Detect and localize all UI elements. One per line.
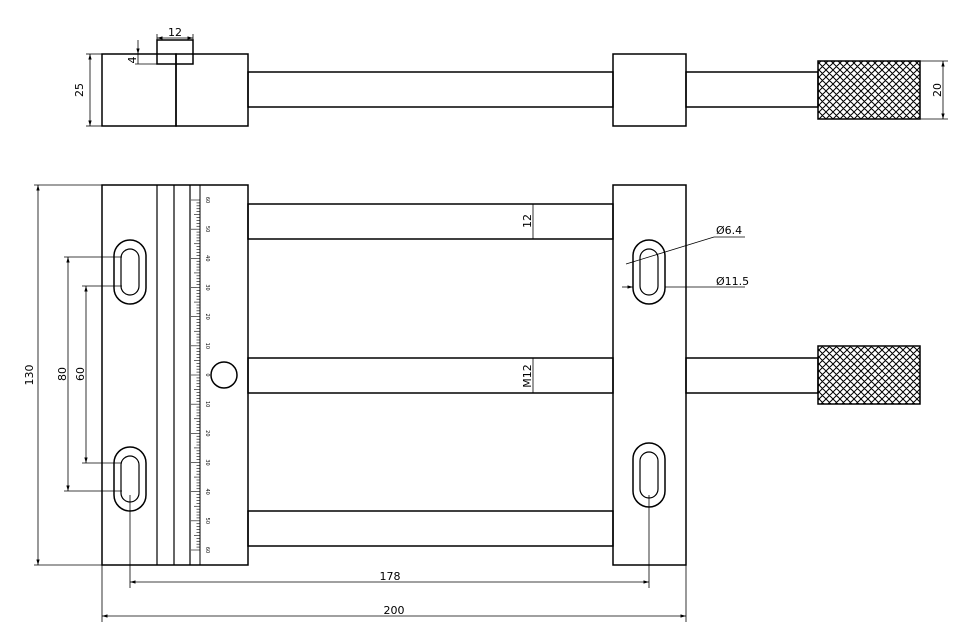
slot-right-top — [632, 239, 666, 305]
knurled-knob — [817, 345, 921, 405]
dim-slot-center-distance: 178 — [129, 495, 650, 588]
slot-right-bottom-inner — [639, 451, 659, 499]
slot-right-top-inner — [639, 248, 659, 296]
scale-label: 10 — [204, 401, 210, 407]
dim-screw-thread: M12 — [521, 358, 534, 393]
label-m12: M12 — [521, 364, 534, 388]
scale-label: 30 — [204, 284, 210, 290]
scale-label: 50 — [204, 226, 210, 232]
scale-ruler — [191, 199, 200, 551]
side-moving-jaw — [612, 53, 687, 127]
side-knurled-knob — [817, 60, 921, 120]
label-60: 60 — [74, 367, 87, 381]
dim-hole-small: Ø6.4 — [625, 224, 745, 265]
scale-label: 0 — [204, 373, 210, 376]
guide-rod-top — [247, 203, 614, 240]
dim-slot-spacing-outer: 80 — [56, 256, 122, 492]
label-80: 80 — [56, 367, 69, 381]
dim-hole-large: Ø11.5 — [622, 275, 749, 289]
label-12: 12 — [168, 26, 182, 39]
label-25: 25 — [73, 83, 86, 97]
scale-label: 60 — [204, 197, 210, 203]
slot-left-top — [113, 239, 147, 305]
dim-rod-diameter: 12 — [521, 204, 534, 239]
side-view: 12 4 25 20 — [73, 26, 948, 127]
label-rod-12: 12 — [521, 214, 534, 228]
dim-jaw-step-height: 4 — [126, 40, 157, 65]
side-fixed-jaw — [101, 53, 177, 127]
moving-jaw — [612, 184, 687, 566]
slot-left-top-inner — [120, 248, 140, 296]
label-4: 4 — [126, 57, 139, 64]
dim-slot-spacing-inner: 60 — [74, 285, 122, 464]
top-view: 60 50 40 30 20 10 0 10 20 30 40 50 60 130 — [23, 184, 921, 622]
label-hole-6-4: Ø6.4 — [716, 224, 742, 237]
side-jaw-step — [156, 39, 194, 65]
scale-labels: 60 50 40 30 20 10 0 10 20 30 40 50 60 — [204, 197, 210, 553]
side-rod — [247, 71, 614, 108]
scale-label: 20 — [204, 313, 210, 319]
side-jaw-body — [175, 53, 249, 127]
guide-rod-bottom — [247, 510, 614, 547]
lead-screw — [247, 357, 614, 394]
screw-shaft — [685, 357, 819, 394]
dim-total-length: 200 — [101, 565, 687, 622]
label-178: 178 — [380, 570, 401, 583]
side-screw — [685, 71, 819, 108]
label-130: 130 — [23, 365, 36, 386]
scale-label: 30 — [204, 459, 210, 465]
center-hole — [210, 361, 238, 389]
scale-label: 50 — [204, 518, 210, 524]
dim-jaw-step-width: 12 — [156, 26, 194, 40]
dim-side-height: 25 — [73, 53, 102, 127]
label-hole-11-5: Ø11.5 — [716, 275, 749, 288]
dim-total-height: 130 — [23, 184, 102, 566]
label-200: 200 — [384, 604, 405, 617]
scale-label: 10 — [204, 343, 210, 349]
scale-label: 40 — [204, 255, 210, 261]
scale-label: 20 — [204, 430, 210, 436]
fixed-jaw — [101, 184, 249, 566]
dim-knob-diameter: 20 — [920, 60, 948, 120]
scale-label: 40 — [204, 488, 210, 494]
scale-label: 60 — [204, 547, 210, 553]
label-20: 20 — [931, 83, 944, 97]
